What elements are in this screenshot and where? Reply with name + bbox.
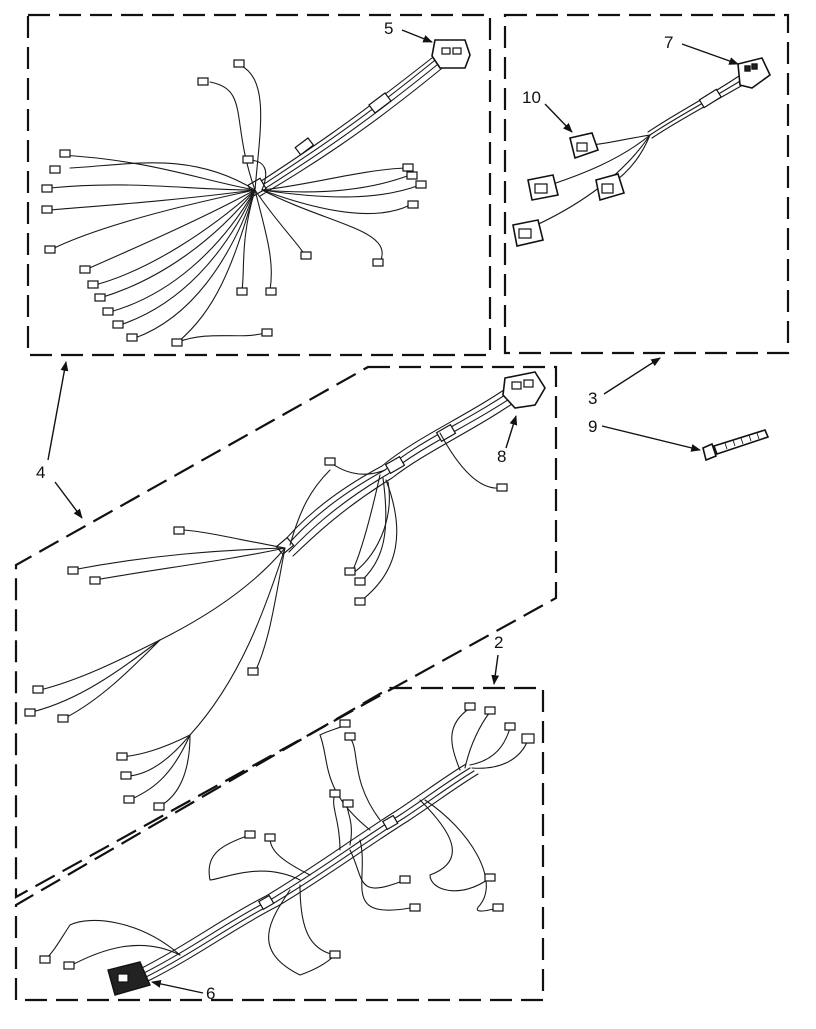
tape-band <box>381 814 399 831</box>
harness-group-middle: 8 <box>14 365 558 899</box>
callout-6: 6 <box>206 984 215 1003</box>
tape-band <box>435 423 457 443</box>
terminals-top-left <box>41 59 427 347</box>
leader-6 <box>151 980 204 994</box>
callout-10: 10 <box>522 88 541 107</box>
tape-band <box>257 894 275 911</box>
dashed-box-middle <box>14 365 558 899</box>
callout-3-group: 3 <box>588 357 661 408</box>
terminals-bottom <box>39 702 535 970</box>
connector-10 <box>569 132 600 160</box>
harness-group-top-right: 7 10 <box>503 13 790 355</box>
tape-band <box>275 536 295 556</box>
leader-2 <box>491 654 500 685</box>
callout-3: 3 <box>588 389 597 408</box>
connector-7 <box>737 57 772 89</box>
leader-5 <box>401 29 433 43</box>
leader-10 <box>544 103 573 133</box>
connector-6 <box>107 961 151 996</box>
connector-block <box>527 174 559 201</box>
leader-7 <box>681 43 739 65</box>
leader-8 <box>505 415 518 449</box>
dashed-box-top-left <box>26 13 492 357</box>
harness-group-top-left: 5 <box>26 13 492 357</box>
callout-4-group: 4 <box>36 361 83 519</box>
leader-4-down <box>54 481 83 519</box>
callout-7: 7 <box>664 33 673 52</box>
harness-group-bottom: 6 2 <box>14 633 545 1003</box>
connector-5 <box>431 39 471 69</box>
callout-9-group: 9 <box>588 417 770 462</box>
leader-4-up <box>47 361 69 461</box>
callout-4: 4 <box>36 463 45 482</box>
callout-2: 2 <box>494 633 503 652</box>
callout-8: 8 <box>497 447 506 466</box>
cable-tie <box>702 429 770 462</box>
connector-8 <box>502 371 546 409</box>
callout-9: 9 <box>588 417 597 436</box>
trunk-wire <box>254 51 446 191</box>
connector-block <box>595 173 626 202</box>
tape-band <box>384 455 406 475</box>
tape-band <box>698 88 722 109</box>
callout-5: 5 <box>384 19 393 38</box>
tape-band <box>368 92 392 114</box>
dashed-box-bottom <box>14 686 545 1002</box>
terminals-middle <box>24 457 508 811</box>
tape-band <box>294 137 315 156</box>
leader-9 <box>601 425 701 452</box>
dashed-box-top-right <box>503 13 790 355</box>
connector-block <box>512 219 544 247</box>
leader-3 <box>603 357 661 395</box>
